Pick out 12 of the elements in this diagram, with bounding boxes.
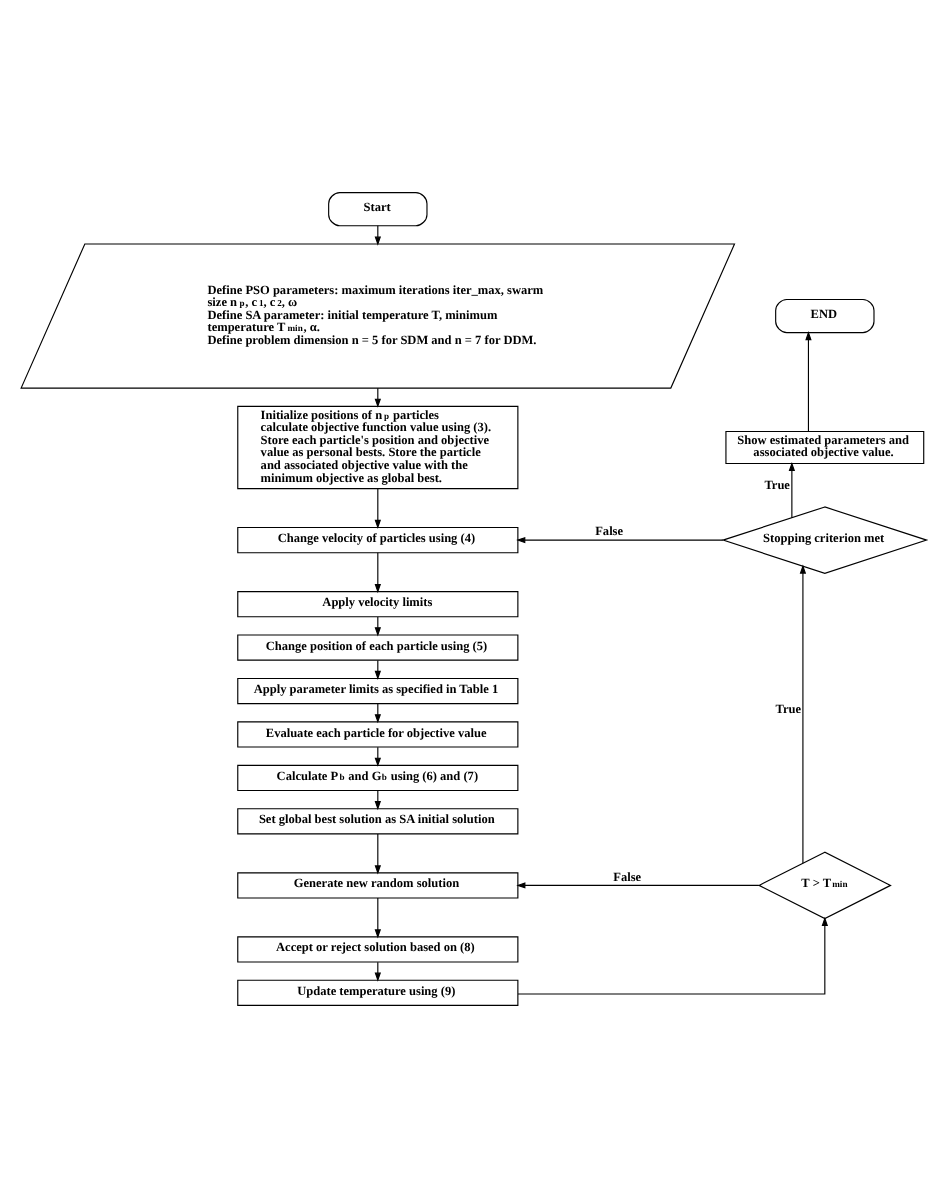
arrow [799,563,807,863]
arrow [516,535,724,543]
arrow [516,881,760,888]
arrow [374,551,382,593]
arrow [788,460,796,518]
arrow [374,658,382,679]
arrow [805,330,812,431]
arrow [374,896,382,938]
arrow [374,487,382,528]
arrow [374,745,382,766]
arrow [374,832,382,874]
arrow [517,915,829,994]
